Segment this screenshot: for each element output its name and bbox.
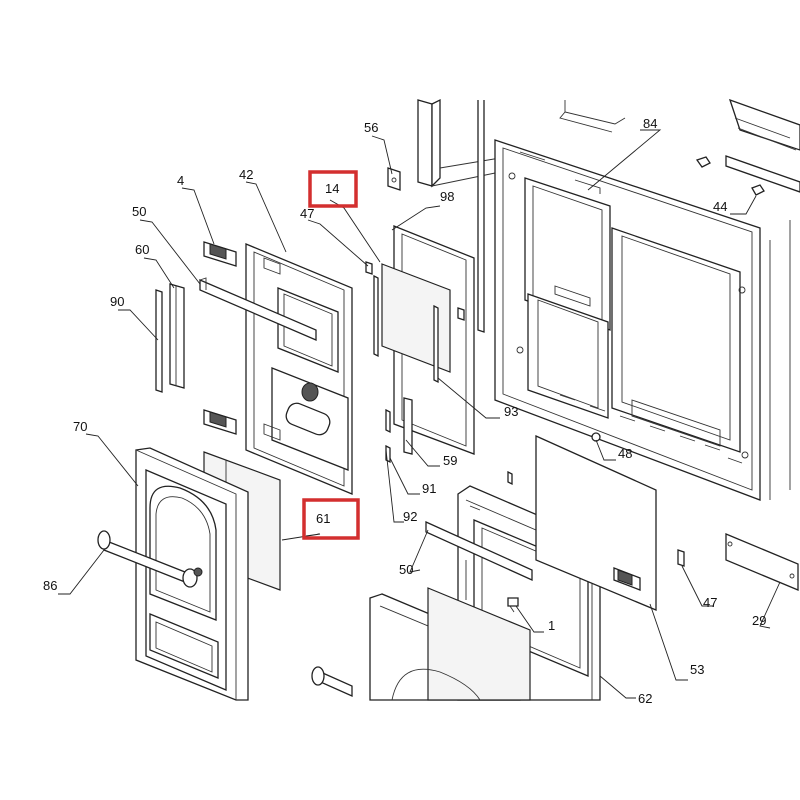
stove-body-frame — [417, 98, 800, 500]
highlight-box-14 — [308, 170, 358, 208]
callout-14: 14 — [325, 181, 339, 196]
callout-98: 98 — [440, 189, 454, 204]
callout-84: 84 — [643, 116, 657, 131]
screw-1 — [507, 597, 519, 613]
callout-60: 60 — [135, 242, 149, 257]
bolt-48 — [591, 432, 601, 442]
callout-93: 93 — [504, 404, 518, 419]
callout-86: 86 — [43, 578, 57, 593]
callout-59: 59 — [443, 453, 457, 468]
callout-50-upper: 50 — [132, 204, 146, 219]
gasket-strip-47a — [365, 261, 379, 358]
glass-panel-14 — [381, 263, 451, 373]
plate-53 — [535, 434, 657, 611]
leader-lines — [58, 129, 781, 699]
rod-93 — [433, 304, 439, 384]
inner-door-42 — [245, 243, 353, 495]
callout-70: 70 — [73, 419, 87, 434]
plate-29 — [725, 533, 799, 591]
panel-84 — [494, 139, 761, 501]
clip-56 — [387, 167, 401, 191]
callout-4: 4 — [177, 173, 184, 188]
callout-53-label: 53 — [690, 662, 704, 677]
callout-labels: 56 84 44 4 42 14 47 98 50 60 90 93 59 91… — [43, 116, 766, 706]
callout-47-lower: 47 — [703, 595, 717, 610]
highlight-box-61 — [302, 498, 360, 540]
callout-50-lower: 50 — [399, 562, 413, 577]
bolt-44 — [695, 156, 765, 196]
callout-91: 91 — [422, 481, 436, 496]
rod-50b — [425, 520, 533, 582]
callout-92: 92 — [403, 509, 417, 524]
bottom-handle — [311, 666, 353, 698]
callout-62: 62 — [638, 691, 652, 706]
callout-44: 44 — [713, 199, 727, 214]
gasket-strip-47b — [677, 549, 685, 567]
small-tab — [507, 470, 513, 486]
callout-29: 29 — [752, 613, 766, 628]
hinge-4 — [203, 241, 237, 435]
callout-56: 56 — [364, 120, 378, 135]
callout-1: 1 — [548, 618, 555, 633]
gasket-60 — [169, 283, 185, 389]
callout-90: 90 — [110, 294, 124, 309]
handle-86 — [97, 530, 203, 588]
latch — [613, 567, 641, 591]
callout-42: 42 — [239, 167, 253, 182]
callout-61: 61 — [316, 511, 330, 526]
gasket-90 — [155, 289, 163, 393]
rod-50a — [199, 277, 317, 341]
bottom-door — [369, 587, 531, 701]
callout-47-upper: 47 — [300, 206, 314, 221]
callout-48-label: 48 — [618, 446, 632, 461]
